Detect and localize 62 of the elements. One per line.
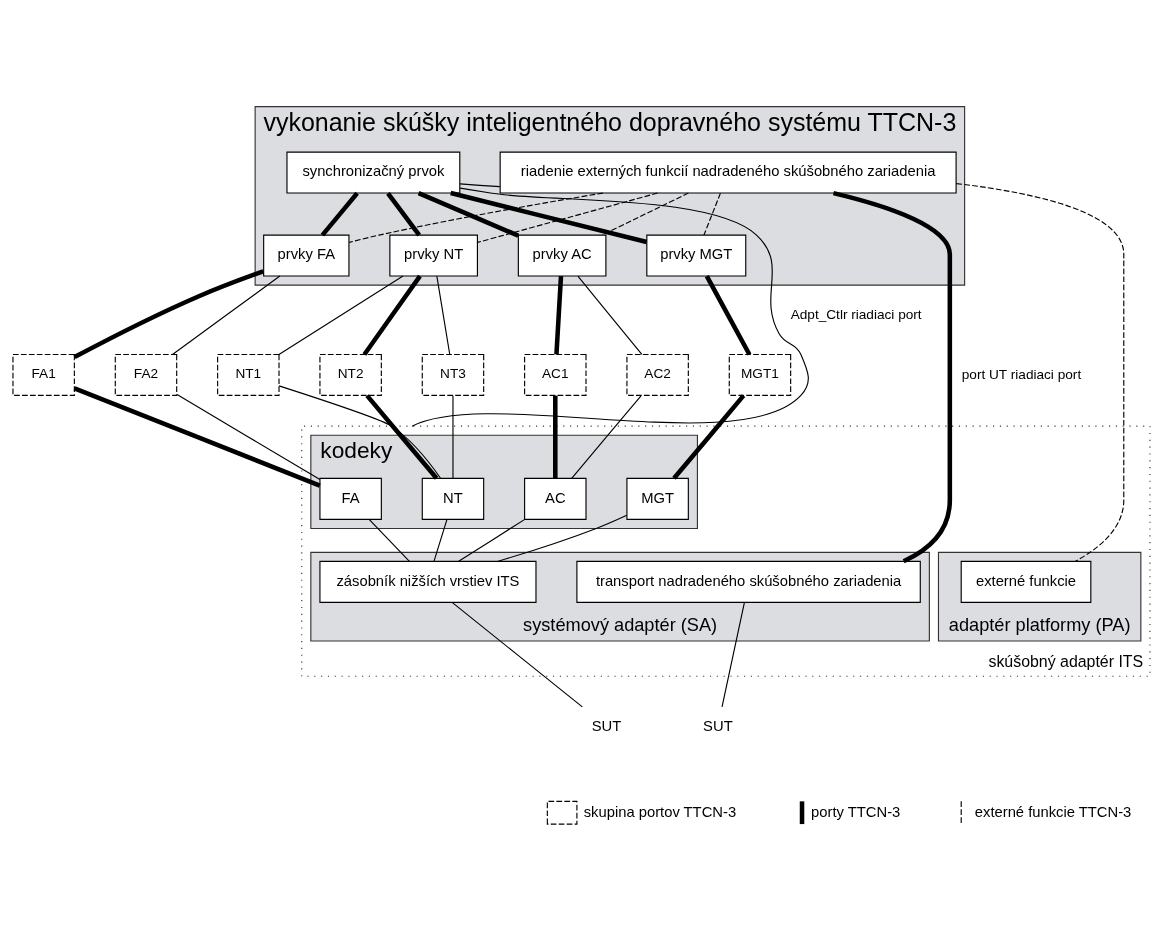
node-box: FA xyxy=(319,477,382,520)
node-box: NT xyxy=(421,477,485,520)
connector xyxy=(411,187,809,427)
connector xyxy=(436,275,451,355)
connector xyxy=(452,394,454,479)
connector xyxy=(386,191,421,236)
connector xyxy=(176,393,321,480)
connector xyxy=(554,275,564,355)
connector xyxy=(451,601,583,707)
connector xyxy=(577,275,643,355)
connector xyxy=(171,275,281,355)
node-box: prvky AC xyxy=(517,234,607,277)
connector xyxy=(703,192,721,236)
node-text: SUT xyxy=(591,717,622,734)
connector xyxy=(73,385,321,488)
edge-label: Adpt_Ctlr riadiaci port xyxy=(790,306,922,322)
node-box: riadenie externých funkcií nadradeného skúšobného zariadenia xyxy=(499,151,957,194)
legend-label: skupina portov TTCN-3 xyxy=(583,803,737,820)
node-box: synchronizačný prvok xyxy=(286,151,461,194)
connector xyxy=(955,182,1125,562)
node-box: prvky FA xyxy=(263,234,350,277)
node-box: zásobník nižších vrstiev ITS xyxy=(319,560,537,603)
node-box: MGT1 xyxy=(728,353,792,396)
legend-label: porty TTCN-3 xyxy=(811,803,901,820)
connector xyxy=(832,190,953,563)
connector xyxy=(601,192,689,236)
node-box: MGT xyxy=(626,477,689,520)
edge-label: port UT riadiaci port xyxy=(961,366,1082,382)
node-box: FA1 xyxy=(12,353,75,396)
connector xyxy=(496,514,628,562)
connector xyxy=(368,518,410,562)
node-box: prvky MGT xyxy=(646,234,747,277)
connector xyxy=(278,384,442,479)
node-box: prvky NT xyxy=(389,234,478,277)
connector xyxy=(721,601,745,707)
connector xyxy=(458,518,526,562)
connector xyxy=(365,393,439,480)
node-box: AC1 xyxy=(524,353,587,396)
node-box: AC xyxy=(524,477,587,520)
node-box: NT3 xyxy=(421,353,485,396)
connector xyxy=(704,274,752,356)
connector xyxy=(459,182,501,187)
connector xyxy=(73,268,265,359)
connector xyxy=(672,393,746,480)
connector xyxy=(477,192,659,243)
connector xyxy=(450,190,648,244)
node-box: NT1 xyxy=(217,353,280,396)
node-box: transport nadradeného skúšobného zariadenia xyxy=(576,560,921,603)
connector xyxy=(553,395,558,478)
legend-label: externé funkcie TTCN-3 xyxy=(974,803,1132,820)
connector xyxy=(278,275,404,355)
connector xyxy=(417,190,520,238)
node-text: SUT xyxy=(703,717,733,734)
connector xyxy=(348,192,604,243)
connector xyxy=(362,274,422,356)
node-box: NT2 xyxy=(319,353,382,396)
connector xyxy=(571,394,642,479)
node-box: AC2 xyxy=(626,353,689,396)
node-box: FA2 xyxy=(114,353,178,396)
connector xyxy=(433,518,448,562)
node-box: externé funkcie xyxy=(960,560,1092,603)
connector xyxy=(320,191,359,237)
